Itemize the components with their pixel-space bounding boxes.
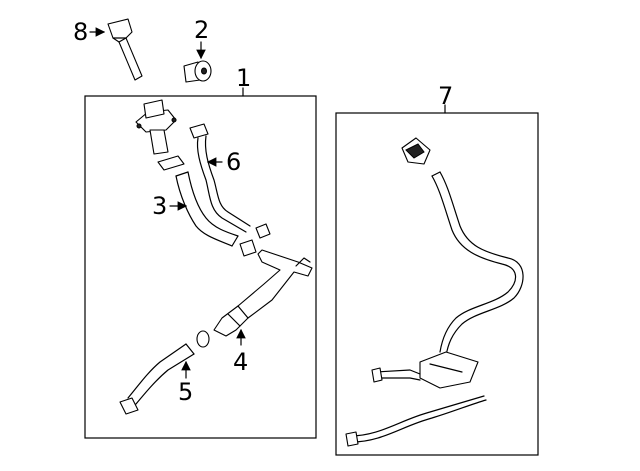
part-7-vapor-hose <box>431 171 524 357</box>
part-filler-housing <box>135 99 177 155</box>
group-box-1 <box>84 95 317 439</box>
part-6-vent-hose <box>189 123 251 233</box>
part-3-filler-hose <box>175 171 239 247</box>
callout-1: 1 <box>236 64 251 92</box>
part-8-filler-adapter <box>107 18 143 81</box>
part-7-lower-line <box>345 395 487 447</box>
callout-5: 5 <box>178 378 193 406</box>
part-clamp-upper <box>157 155 185 171</box>
group-box-7 <box>335 112 539 456</box>
callout-7: 7 <box>438 82 453 110</box>
part-7-valve <box>401 137 431 165</box>
part-5-lower-hose <box>119 343 195 415</box>
part-clamp-a <box>255 223 271 239</box>
part-clamp-c <box>196 330 210 348</box>
callout-4: 4 <box>233 348 248 376</box>
callout-8: 8 <box>73 18 88 46</box>
callout-6: 6 <box>226 148 241 176</box>
part-7-canister <box>371 351 479 389</box>
callout-3: 3 <box>152 192 167 220</box>
part-2-grommet <box>183 60 212 83</box>
part-clamp-b <box>239 239 257 257</box>
part-4-filler-pipe <box>213 249 313 337</box>
callout-2: 2 <box>194 16 209 44</box>
